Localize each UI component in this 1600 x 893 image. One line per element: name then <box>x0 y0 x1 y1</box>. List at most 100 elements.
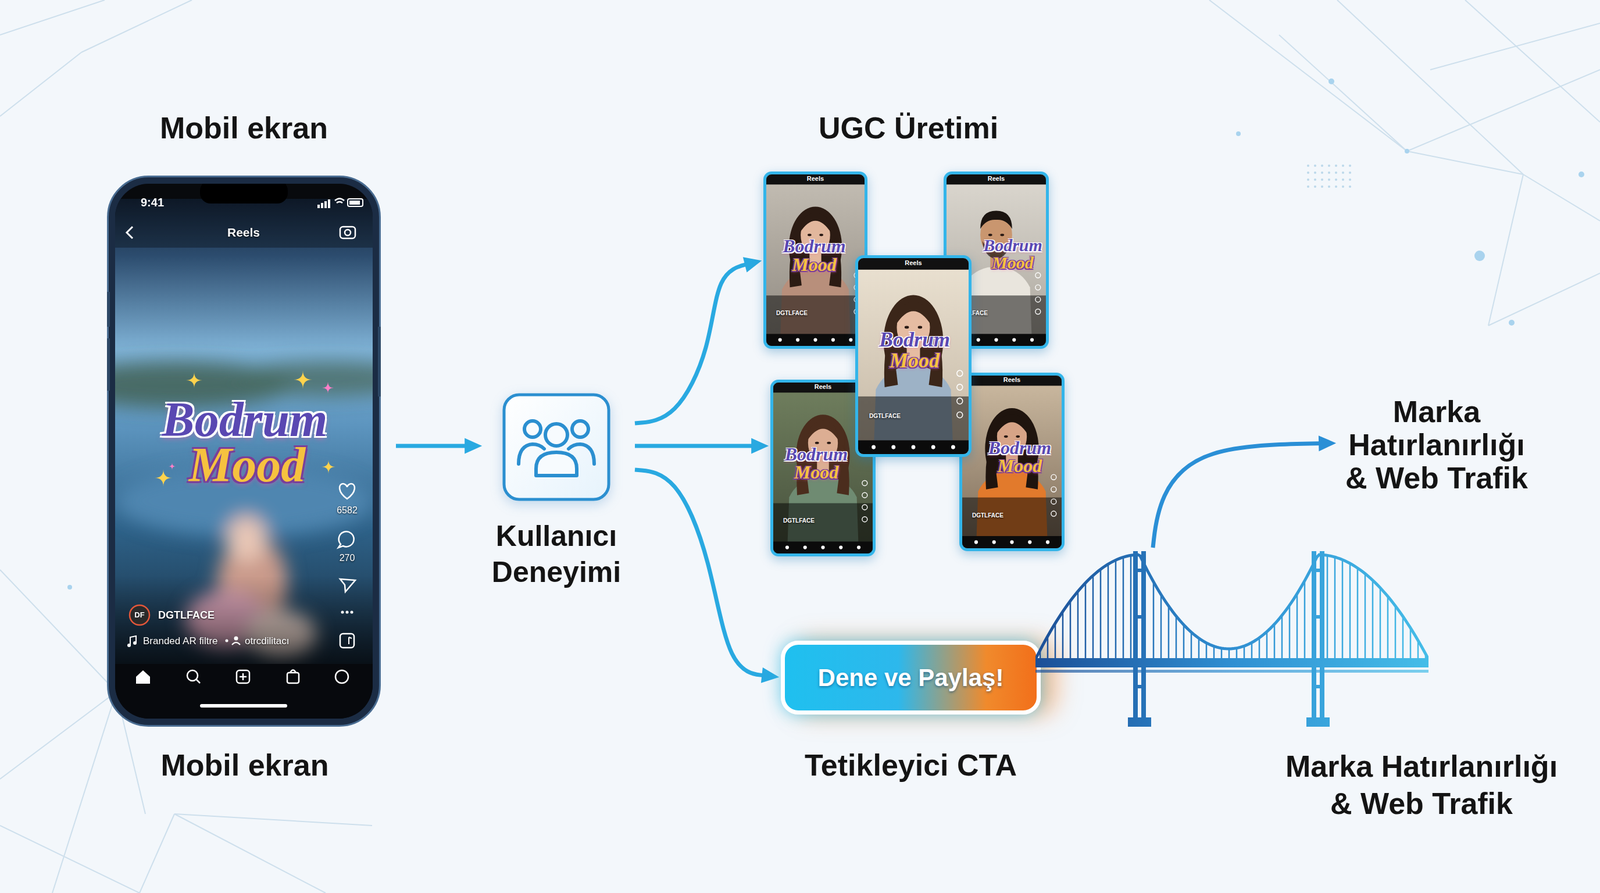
screenshot-photo-part <box>1027 540 1032 544</box>
network-dots-part <box>1578 171 1585 178</box>
screenshot-photo-part <box>838 545 843 550</box>
screenshot-photo-part <box>848 337 853 342</box>
text-holder: DGTLFACE <box>776 309 850 317</box>
network-dots-part <box>1474 250 1485 262</box>
phone-illustration-part <box>231 642 241 645</box>
phone-illustration-part <box>200 704 288 708</box>
screenshot-photo-part <box>946 174 1046 185</box>
phone-illustration-part <box>327 199 331 209</box>
phone-illustration-part <box>350 611 354 614</box>
bridge-illustration-part-part <box>1122 556 1125 660</box>
screenshot-photo-part <box>1009 540 1014 544</box>
dot-grid-part <box>1334 178 1338 181</box>
account-name: DGTLFACE <box>869 412 953 420</box>
ugc-screenshot: ReelsBodrumMoodDGTLFACE <box>959 372 1065 552</box>
bridge-illustration-part-part <box>1379 587 1382 660</box>
user-experience-node: Kullanıcı Deneyimi <box>483 393 630 591</box>
text-holder: Reels <box>766 175 865 183</box>
dot-grid-part <box>1327 178 1331 181</box>
network-lines-part <box>1488 273 1600 326</box>
phone-illustration-part <box>133 641 137 645</box>
phone-illustration-part-part <box>321 459 336 474</box>
dot-grid-part <box>1320 178 1324 181</box>
node-label: Kullanıcı Deneyimi <box>483 518 630 591</box>
dot-grid-part <box>1320 185 1324 188</box>
users-icon-part <box>572 420 589 438</box>
screen-header: Reels <box>208 225 279 241</box>
bridge-illustration-part-part <box>1175 616 1178 660</box>
bridge-illustration-part-part <box>1251 642 1253 660</box>
screenshot-photo-part <box>1035 308 1041 314</box>
phone-illustration-part <box>108 176 381 727</box>
network-lines-part <box>81 0 192 53</box>
phone-illustration-part <box>339 483 355 499</box>
text-holder: Mood <box>980 253 1046 273</box>
screenshot-photo-part <box>962 536 1062 549</box>
network-lines-part <box>0 825 140 893</box>
screenshot-photo-part <box>974 540 978 544</box>
phone-illustration-part-part <box>322 381 334 394</box>
bridge-illustration-part <box>1306 717 1330 727</box>
bridge-illustration-part-part <box>1092 575 1095 660</box>
bridge-illustration-part <box>1035 669 1429 673</box>
screenshot-photo-part <box>785 545 789 550</box>
users-icon-part <box>524 420 541 438</box>
screenshot-photo-part <box>858 258 969 270</box>
screenshot-photo-part <box>773 541 873 554</box>
network-lines-part <box>174 813 326 893</box>
network-lines-part <box>0 52 82 117</box>
phone-illustration-part-part <box>293 370 313 389</box>
text-holder: 270 <box>323 552 371 564</box>
phone-illustration-part <box>129 605 150 625</box>
bridge-illustration-part <box>1141 551 1146 721</box>
bridge-illustration-part-part <box>1326 555 1329 660</box>
bridge-illustration-part-part <box>1220 648 1223 660</box>
network-dots-part <box>1328 78 1335 85</box>
bridge-illustration-part-part <box>1341 559 1344 660</box>
dot-grid-part <box>1341 164 1345 167</box>
screen-header: Reels <box>766 175 865 183</box>
phone-illustration-part <box>347 198 363 207</box>
dot-grid-part <box>1313 185 1317 188</box>
network-lines-part <box>0 0 105 35</box>
bridge-illustration-part-part <box>1273 624 1276 660</box>
text-holder: Mobil ekran <box>116 747 373 783</box>
text-holder: Bodrum <box>772 236 857 256</box>
dot-grid-part <box>1348 171 1352 174</box>
dot-grid-part <box>1327 185 1331 188</box>
audio-label: Branded AR filtre <box>143 634 231 648</box>
flow-arrow <box>634 263 750 424</box>
screenshot-photo-part <box>956 384 963 391</box>
bridge-illustration-part-part <box>1266 631 1269 660</box>
sticker-text: Bodrum <box>772 236 857 256</box>
network-lines-part <box>1465 0 1600 123</box>
screenshot-photo-part <box>773 382 873 554</box>
phone-illustration-part <box>334 198 345 204</box>
sticker-text: Mood <box>980 253 1046 273</box>
network-dots-part <box>1236 131 1241 137</box>
bridge-illustration-part <box>1311 615 1325 619</box>
screenshot-photo-part <box>992 540 996 544</box>
phone-illustration-part <box>324 201 327 209</box>
screenshot-photo-part <box>895 301 932 325</box>
flow-arrow <box>634 444 757 449</box>
dot-grid-part <box>1327 164 1331 167</box>
text-holder: Reels <box>208 225 279 241</box>
text-holder: Reels <box>962 376 1062 384</box>
phone-illustration-part <box>136 670 150 684</box>
phone-illustration-part <box>320 202 324 209</box>
phone-illustration-part <box>234 636 239 641</box>
text-holder: Reels <box>946 175 1046 183</box>
network-dots <box>67 78 1585 695</box>
bridge-illustration-part-part <box>1304 580 1306 660</box>
bridge-illustration-part-part <box>1409 627 1412 660</box>
dot-grid-part <box>1313 178 1317 181</box>
phone-illustration-part <box>338 531 355 548</box>
bridge-illustration-part-part <box>1288 605 1291 660</box>
screenshot-photo-part <box>962 375 1062 386</box>
screenshot-photo-part <box>1051 486 1057 492</box>
phone-illustration-part <box>335 670 349 684</box>
screenshot-photo-part <box>1035 284 1041 291</box>
bridge-illustration-part-part <box>1054 623 1057 660</box>
screenshot-photo-part <box>766 174 865 346</box>
